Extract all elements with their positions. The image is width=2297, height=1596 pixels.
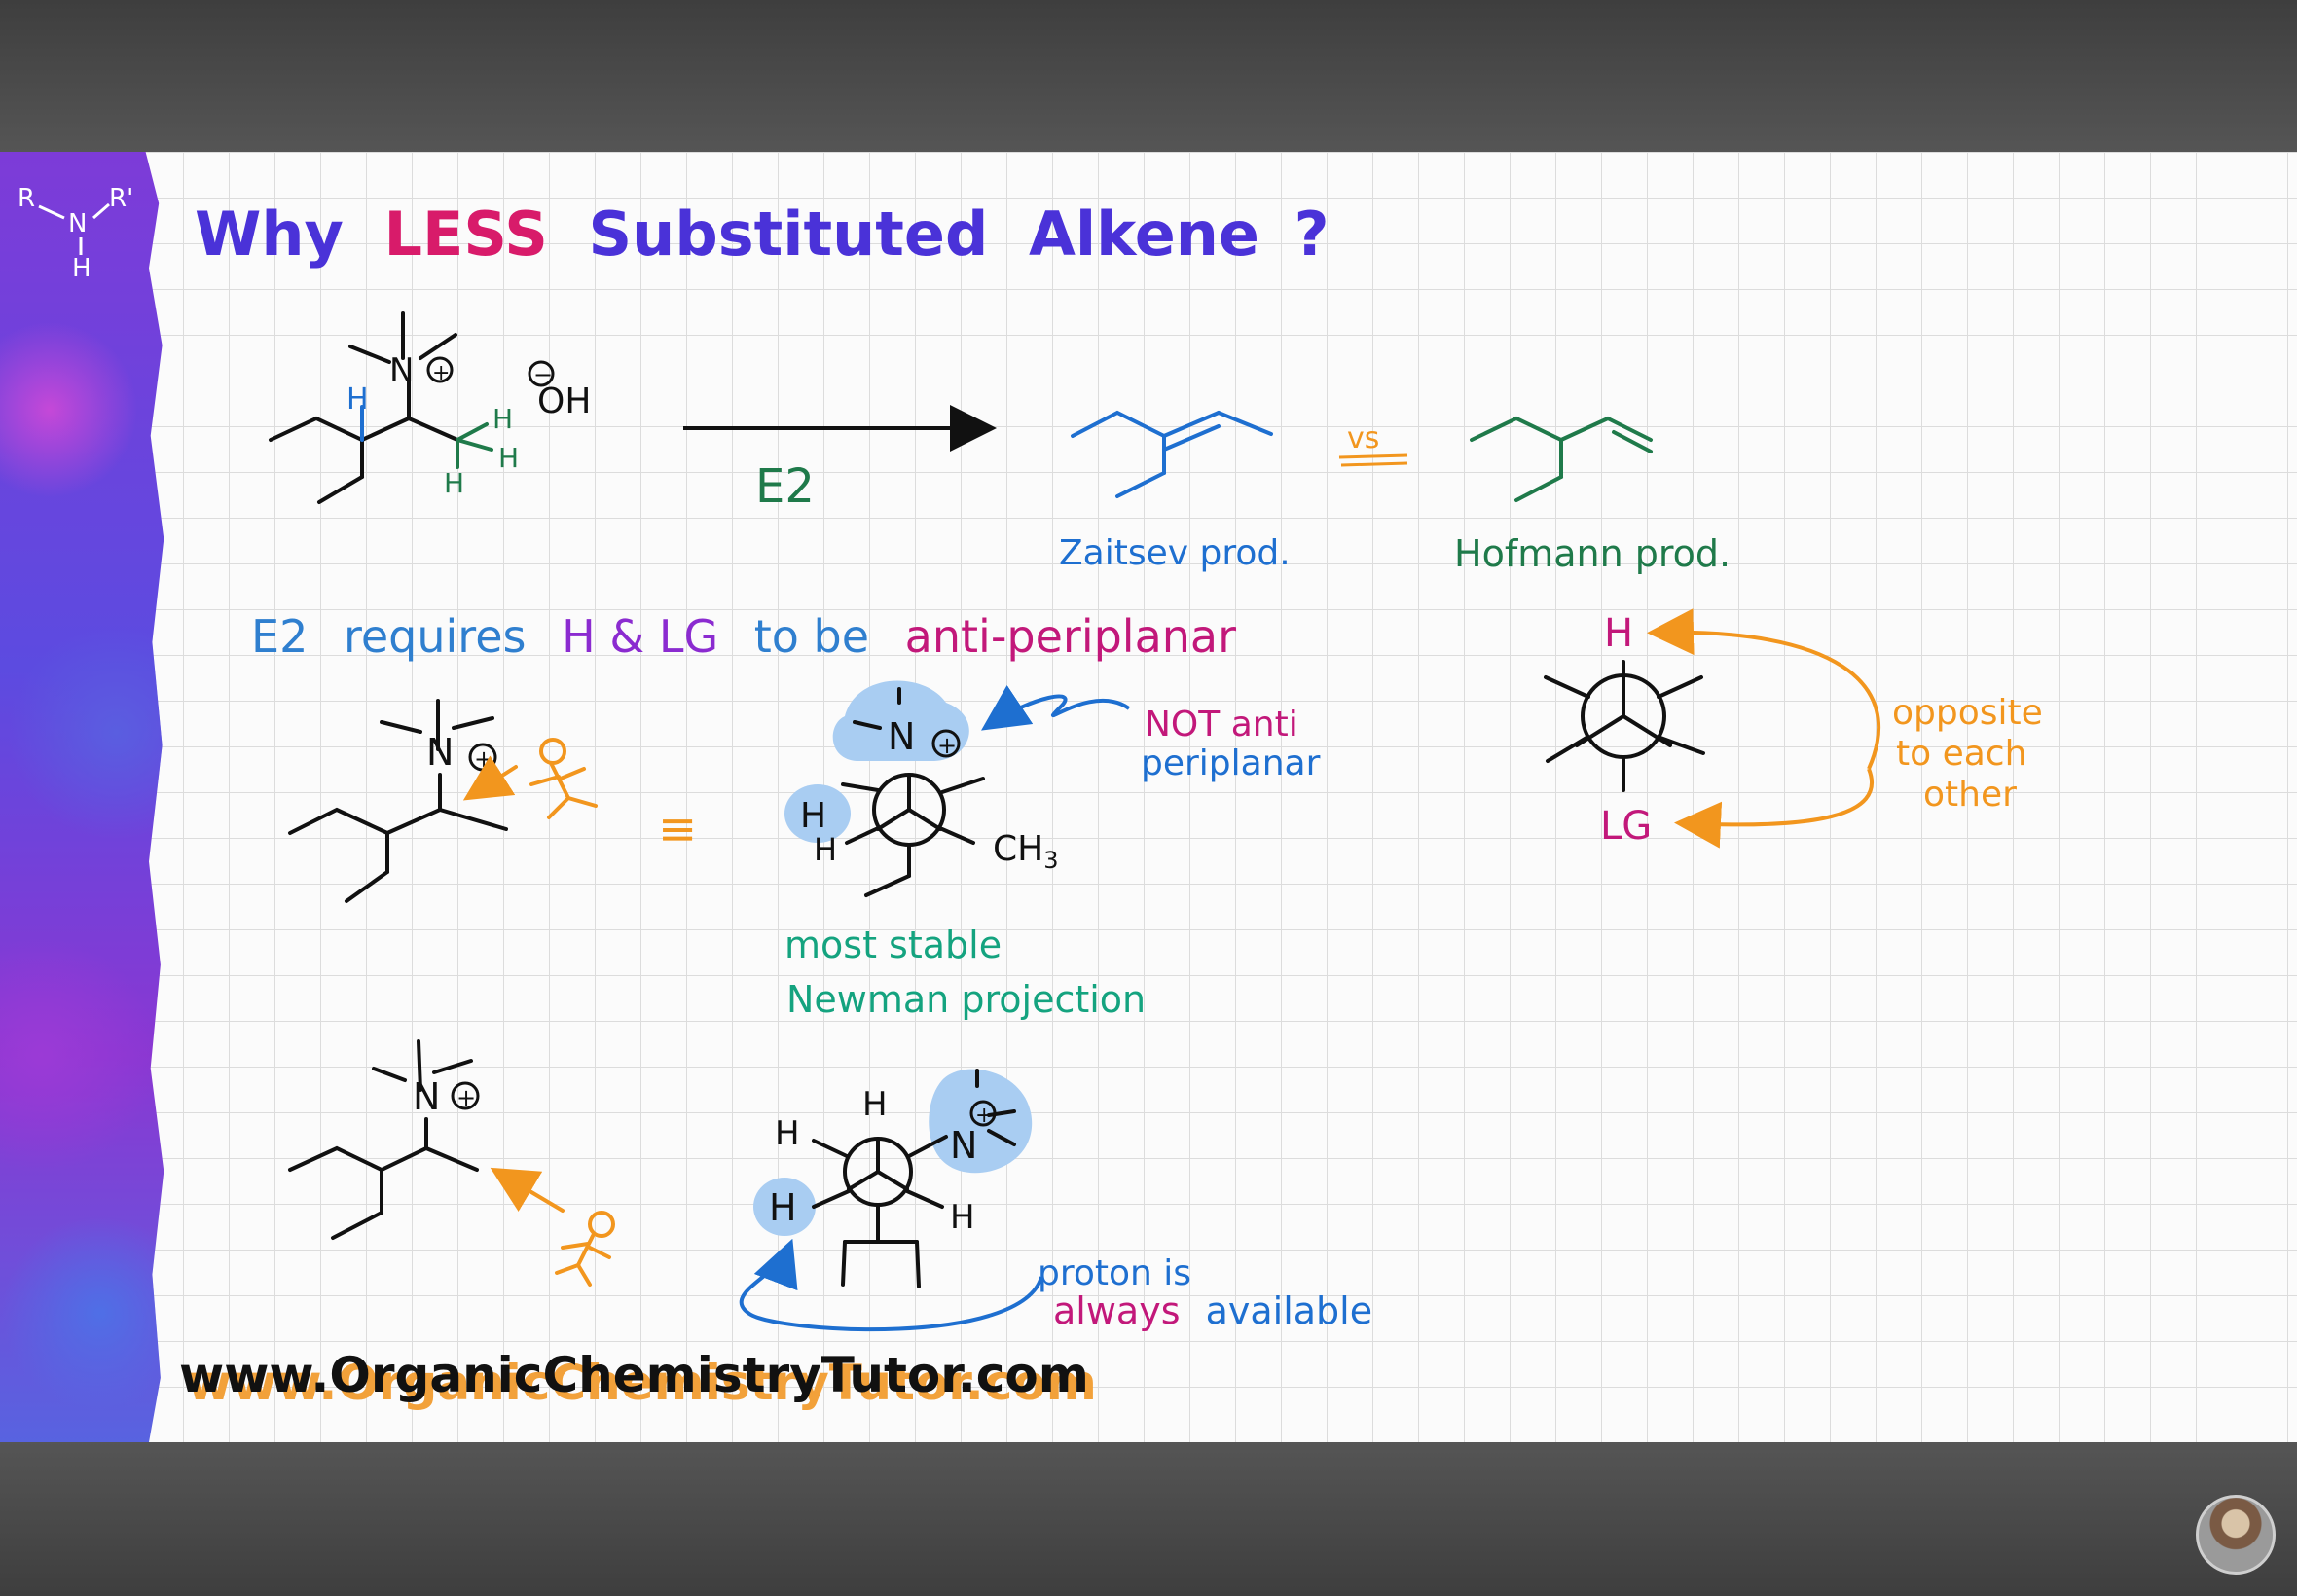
row3-viewer-stick-figure xyxy=(490,1167,615,1287)
reactant-h2: H xyxy=(498,442,519,474)
title-why: Why xyxy=(195,199,344,270)
versus-underline xyxy=(1338,453,1408,459)
proton-note-line2: always available xyxy=(1053,1289,1372,1332)
not-anti-squiggle-arrow xyxy=(981,685,1131,731)
top-letterbox-bar xyxy=(0,0,2297,152)
purple-brand-sidebar xyxy=(0,152,164,1442)
proton-note-available: available xyxy=(1206,1289,1373,1332)
row3-plus-charge xyxy=(451,1081,480,1110)
reactant-h-blue: H xyxy=(346,382,369,417)
equivalence-symbol: ≡ xyxy=(658,802,697,856)
row3-newman-h-top: H xyxy=(862,1085,888,1124)
opposite-note-line2: to each xyxy=(1896,734,2026,774)
website-shadow: www.OrganicChemistryTutor.com xyxy=(187,1355,1097,1411)
row2-skeletal-structure xyxy=(288,699,508,903)
req-h-and-lg: H & LG xyxy=(562,610,718,663)
reactant-n: N xyxy=(389,351,414,390)
row3-newman-h-right: H xyxy=(950,1198,975,1237)
title-question-mark: ? xyxy=(1294,199,1330,270)
row2-n-label: N xyxy=(426,731,454,774)
title-less: LESS xyxy=(384,199,548,270)
req-to-be: to be xyxy=(754,610,869,663)
row2-newman-h-highlighted: H xyxy=(800,796,826,836)
opposite-arrow-top xyxy=(1647,608,1880,770)
row2-newman-ch3: CH3 xyxy=(993,829,1059,874)
base-hydroxide: OH xyxy=(537,381,591,421)
row3-newman-n: N xyxy=(950,1124,977,1167)
not-anti-line1: NOT anti xyxy=(1145,705,1298,744)
row2-newman-n: N xyxy=(888,715,915,758)
row3-h-highlight xyxy=(753,1178,816,1236)
row2-h-highlight xyxy=(784,784,851,843)
svg-text:+: + xyxy=(937,732,957,759)
svg-text:−: − xyxy=(533,361,553,388)
versus-label: vs xyxy=(1347,421,1379,455)
reactant-labels: N + H H H H − OH xyxy=(346,351,591,499)
logo-n: N xyxy=(68,209,87,238)
logo-r-left: R xyxy=(18,184,35,213)
reactant-h1: H xyxy=(492,403,513,435)
e2-condition-label: E2 xyxy=(755,459,815,514)
reactant-h3: H xyxy=(444,467,464,499)
req-anti-periplanar: anti-periplanar xyxy=(905,610,1236,663)
opposite-note-line3: other xyxy=(1923,775,2017,815)
generic-newman-projection xyxy=(1544,660,1705,792)
req-e2: E2 xyxy=(251,610,308,663)
zaitsev-product-structure xyxy=(1071,410,1273,498)
stable-caption-line2: Newman projection xyxy=(786,978,1146,1021)
svg-text:+: + xyxy=(432,361,450,385)
row3-skeletal-structure xyxy=(288,1039,479,1240)
row2-newman-projection xyxy=(841,687,985,897)
row3-newman-projection xyxy=(812,1069,1016,1288)
row3-n-label: N xyxy=(413,1075,440,1118)
proton-available-arrow xyxy=(739,1238,1043,1332)
presenter-avatar-icon[interactable] xyxy=(2196,1495,2276,1575)
proton-note-always: always xyxy=(1053,1289,1181,1332)
opposite-arrow-bottom xyxy=(1674,768,1874,849)
svg-text:+: + xyxy=(975,1104,993,1128)
req-requires: requires xyxy=(344,610,527,663)
stable-caption-line1: most stable xyxy=(784,924,1002,966)
logo-r-right: R' xyxy=(109,184,133,213)
reactant-ammonium-structure xyxy=(269,311,493,504)
title-alkene: Alkene xyxy=(1029,199,1259,270)
newman-bottom-lg-label: LG xyxy=(1600,804,1652,849)
row2-n-highlight xyxy=(832,680,969,761)
row2-viewer-stick-figure xyxy=(462,738,598,819)
proton-note-line1: proton is xyxy=(1038,1253,1191,1293)
title-substituted: Substituted xyxy=(589,199,989,270)
website-url-link[interactable]: www.OrganicChemistryTutor.com xyxy=(179,1347,1089,1403)
row3-newman-h-highlighted: H xyxy=(769,1186,797,1229)
zaitsev-product-label: Zaitsev prod. xyxy=(1059,533,1291,573)
versus-underline-2 xyxy=(1340,461,1408,467)
newman-top-h-label: H xyxy=(1604,611,1633,656)
row2-newman-h-left: H xyxy=(814,831,837,868)
not-anti-line2: periplanar xyxy=(1141,744,1321,783)
grid-paper-board xyxy=(0,152,2297,1442)
bottom-letterbox-bar xyxy=(0,1442,2297,1596)
row3-newman-h-left: H xyxy=(775,1114,800,1153)
hofmann-product-label: Hofmann prod. xyxy=(1454,532,1731,575)
page-title: Why LESS Substituted Alkene ? xyxy=(195,199,1330,270)
e2-requirement-statement: E2 requires H & LG to be anti-periplanar xyxy=(251,610,1236,663)
hofmann-product-structure xyxy=(1470,416,1653,502)
row3-n-highlight xyxy=(929,1069,1033,1174)
logo-h: H xyxy=(72,254,91,283)
amine-logo: R N R' H xyxy=(18,184,133,283)
opposite-note-line1: opposite xyxy=(1892,693,2043,733)
svg-text:+: + xyxy=(474,745,493,773)
svg-text:+: + xyxy=(456,1084,476,1111)
